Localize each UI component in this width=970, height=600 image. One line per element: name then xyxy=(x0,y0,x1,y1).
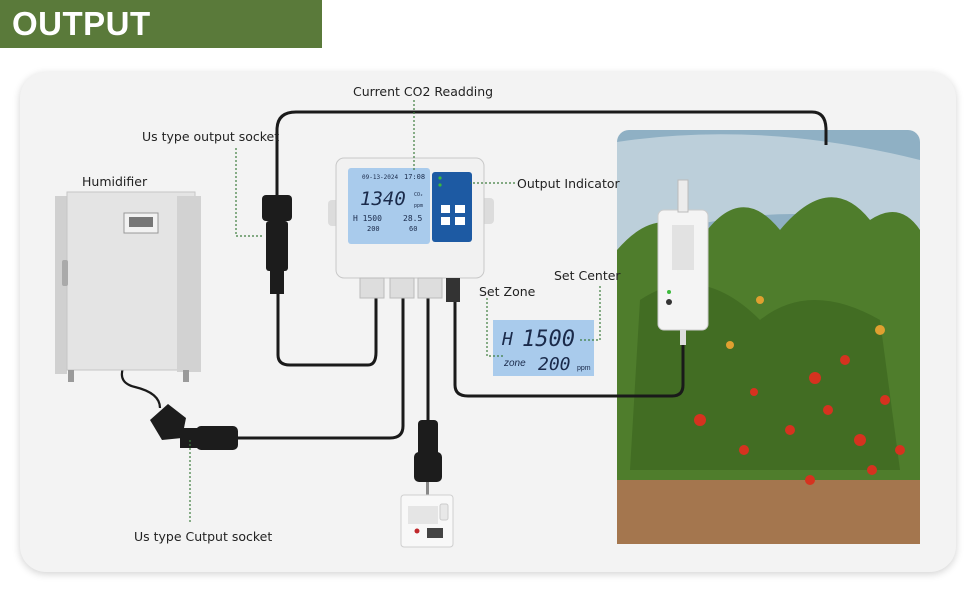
svg-text:200: 200 xyxy=(538,354,571,375)
svg-text:60: 60 xyxy=(409,225,417,233)
page-banner: OUTPUT CONTROL xyxy=(0,0,322,90)
label-us-output-socket: Us type output socket xyxy=(142,129,280,144)
cables xyxy=(120,110,828,440)
label-current-co2: Current CO2 Readding xyxy=(353,84,494,99)
label-us-cutput-socket: Us type Cutput socket xyxy=(134,529,273,544)
label-humidifier: Humidifier xyxy=(82,174,148,189)
wall-socket xyxy=(400,420,454,548)
svg-text:200: 200 xyxy=(367,225,380,233)
svg-text:zone: zone xyxy=(503,358,526,369)
label-set-center: Set Center xyxy=(554,268,621,283)
label-output-indicator: Output Indicator xyxy=(517,176,620,191)
svg-text:1500: 1500 xyxy=(522,327,575,352)
humidifier-cabinet xyxy=(55,191,201,382)
svg-text:09-13-2024: 09-13-2024 xyxy=(362,174,399,181)
bottom-left-plug xyxy=(150,404,238,450)
leader-lines xyxy=(189,100,601,524)
svg-text:1340: 1340 xyxy=(360,188,406,210)
svg-text:H: H xyxy=(501,329,513,350)
svg-text:ppm: ppm xyxy=(414,203,423,209)
zoom-display: H 1500 zone 200 ppm xyxy=(493,320,594,376)
label-set-zone: Set Zone xyxy=(479,284,536,299)
top-plug xyxy=(262,195,292,294)
svg-text:28.5: 28.5 xyxy=(403,214,422,223)
svg-text:ppm: ppm xyxy=(577,365,591,372)
co2-controller xyxy=(328,157,494,302)
svg-text:CO₂: CO₂ xyxy=(414,192,423,198)
controller-lcd: 09-13-2024 17:08 1340 CO₂ ppm H 1500 200… xyxy=(353,173,425,233)
svg-text:17:08: 17:08 xyxy=(404,173,425,181)
greenhouse-photo xyxy=(617,130,920,544)
svg-text:H 1500: H 1500 xyxy=(353,214,382,223)
